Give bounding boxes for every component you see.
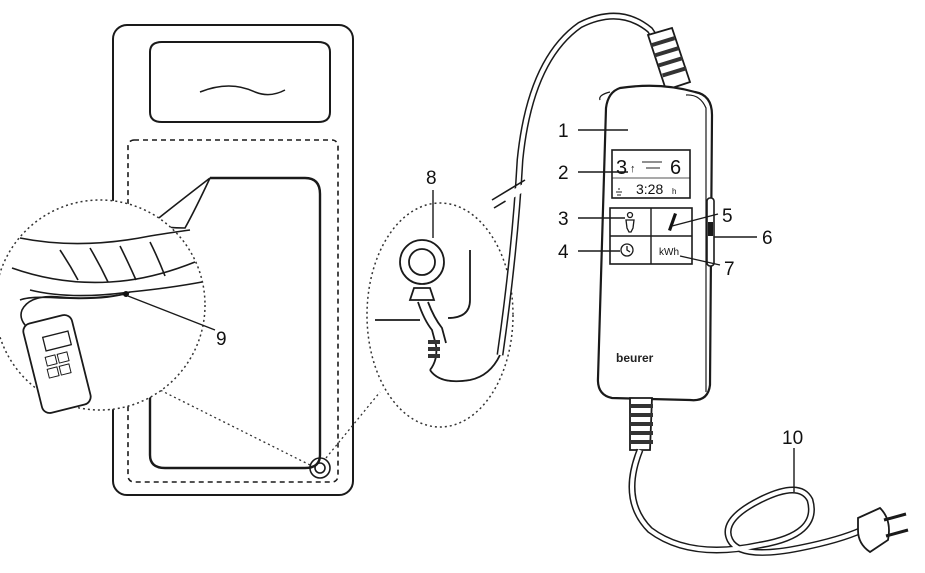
callout-1: 1 [558,121,569,142]
strain-relief-top [646,26,692,92]
mini-controller [22,314,92,414]
lcd-signal-icon [616,188,622,196]
brand-logo: beurer [616,351,654,365]
lcd-heat-level: 3 [616,157,627,179]
lcd-time-unit: h [672,187,676,196]
kwh-label: kWh [659,247,679,258]
lcd-heat-unit: ↑ [630,163,636,175]
zoom-circle-left [0,199,206,414]
kwh-button[interactable]: kWh [652,237,691,263]
zoom-guide-lines [149,384,381,466]
callout-6: 6 [762,228,773,249]
callout-5: 5 [722,206,733,227]
lcd-second-level: 6 [670,157,681,179]
callout-4: 4 [558,242,569,263]
clock-icon [620,243,634,257]
callout-labels: 1 2 3 4 5 6 7 8 9 10 [216,121,803,449]
lcd-time: 3:28 [636,181,663,197]
cable-upper [491,12,663,356]
callout-3: 3 [558,209,569,230]
person-icon [625,211,635,233]
body-zone-button[interactable] [611,209,650,235]
pillow [149,41,331,123]
callout-7: 7 [724,259,735,280]
lcd-display: 3 ↑ 6 3:28 h [611,149,691,199]
blanket-connector [309,457,331,479]
zoom-circle-middle [366,202,514,428]
callout-9: 9 [216,329,227,350]
plug-grip [428,340,440,358]
mains-plug [857,506,909,554]
callout-10: 10 [782,428,803,449]
callout-8: 8 [426,168,437,189]
cable-lower [628,448,864,556]
strain-relief-bottom [629,397,653,451]
heat-level-button[interactable] [652,209,691,235]
side-power-switch[interactable] [706,197,715,267]
heat-level-icon [668,213,677,231]
callout-lines [127,129,795,492]
timer-button[interactable] [611,237,650,263]
callout-2: 2 [558,163,569,184]
